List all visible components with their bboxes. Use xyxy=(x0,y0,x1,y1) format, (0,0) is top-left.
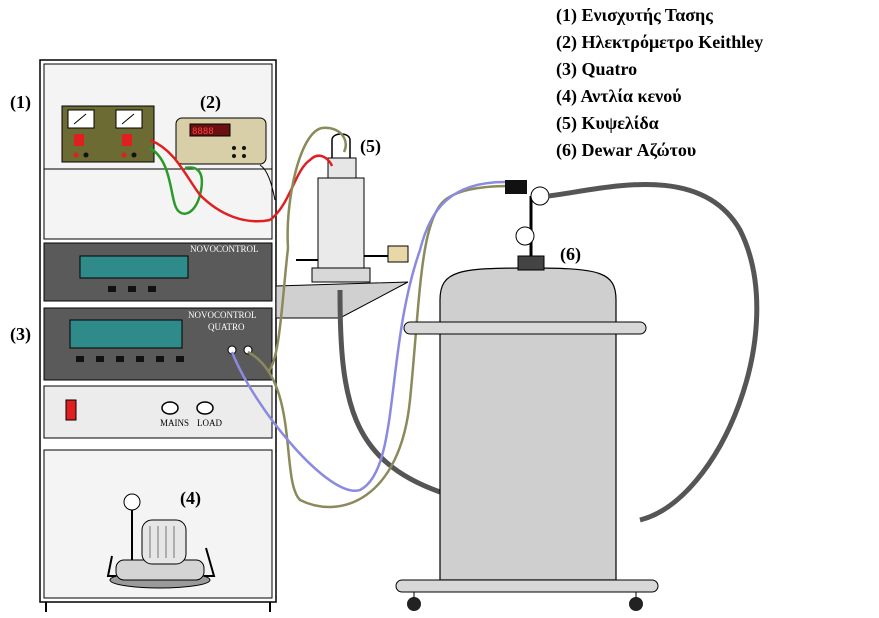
keithley-electrometer: 8888 xyxy=(176,118,266,164)
legend-item-6: (6) Dewar Αζώτου xyxy=(556,137,763,164)
label-amplifier: (1) xyxy=(10,92,31,113)
label-dewar: (6) xyxy=(560,244,581,265)
legend: (1) Ενισχυτής Τασης (2) Ηλεκτρόμετρο Kei… xyxy=(556,2,763,164)
legend-item-4: (4) Αντλία κενού xyxy=(556,83,763,110)
legend-item-5: (5) Κυψελίδα xyxy=(556,110,763,137)
novocontrol-label-quatro: NOVOCONTROL xyxy=(188,310,257,320)
label-quatro: (3) xyxy=(10,324,31,345)
mains-panel xyxy=(44,386,272,438)
label-electrometer: (2) xyxy=(200,92,221,113)
label-pump: (4) xyxy=(180,488,201,509)
voltage-amplifier xyxy=(62,106,154,162)
quatro-label: QUATRO xyxy=(208,322,245,332)
mains-label: MAINS xyxy=(160,418,189,428)
legend-item-1: (1) Ενισχυτής Τασης xyxy=(556,2,763,29)
legend-item-2: (2) Ηλεκτρόμετρο Keithley xyxy=(556,29,763,56)
svg-text:8888: 8888 xyxy=(192,127,214,137)
novocontrol-label-top: NOVOCONTROL xyxy=(190,244,259,254)
load-label: LOAD xyxy=(197,418,222,428)
equipment-rack: 8888 xyxy=(40,60,276,612)
label-cell: (5) xyxy=(360,136,381,157)
nitrogen-dewar xyxy=(396,180,658,611)
legend-item-3: (3) Quatro xyxy=(556,56,763,83)
